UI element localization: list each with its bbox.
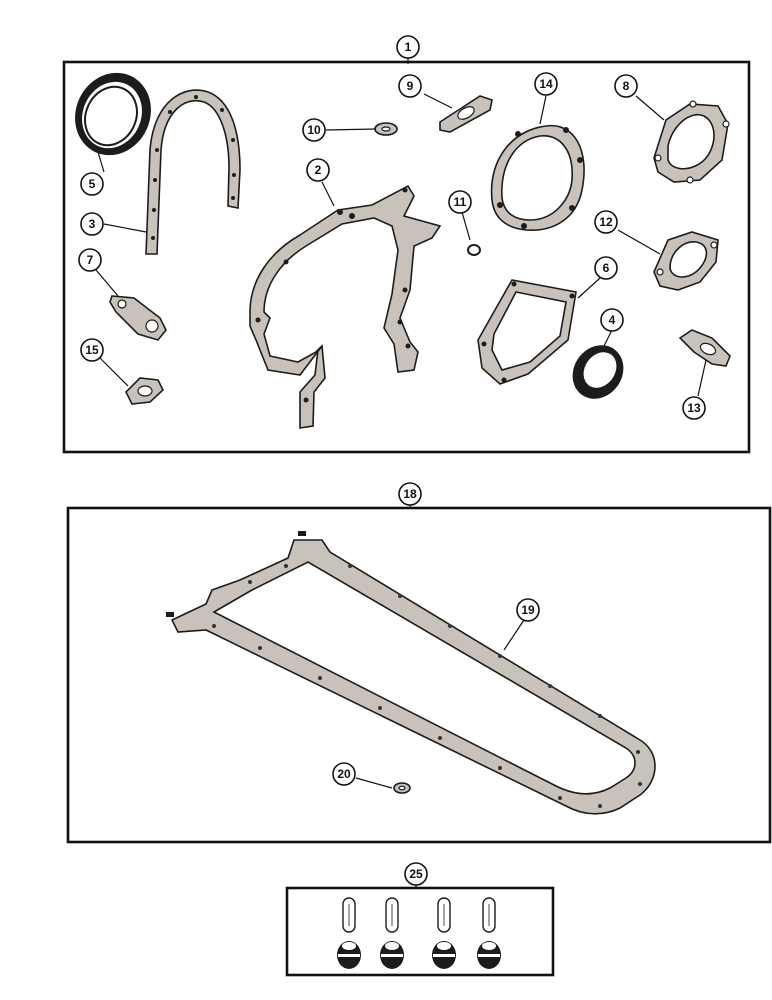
callout-9: 9: [398, 74, 422, 98]
callout-label: 14: [539, 77, 553, 91]
valve-seal-3: [432, 897, 456, 969]
valve-seal-4: [477, 897, 501, 969]
callout-label: 12: [599, 215, 613, 229]
part-4-seal: [572, 345, 624, 399]
callout-label: 20: [337, 767, 351, 781]
callout-label: 1: [405, 40, 412, 54]
valve-seal-1: [337, 897, 361, 969]
part-8-gasket: [653, 100, 730, 184]
callout-25: 25: [404, 862, 428, 886]
part-2-timing-cover-gasket: [249, 184, 442, 429]
callout-4: 4: [600, 308, 624, 332]
callout-12: 12: [594, 210, 618, 234]
part-25-valve-seal-set: [337, 897, 501, 969]
callout-label: 8: [623, 79, 630, 93]
callout-14: 14: [534, 72, 558, 96]
gasket-set-frame-18: [66, 506, 772, 844]
part-12-gasket: [653, 231, 719, 291]
callout-label: 3: [89, 217, 96, 231]
part-13-gasket: [678, 329, 731, 367]
callout-7: 7: [78, 248, 102, 272]
part-9-gasket: [439, 95, 493, 133]
callout-13: 13: [682, 396, 706, 420]
part-15-flange-gasket: [125, 377, 164, 405]
leader-lines: [95, 58, 707, 888]
callout-label: 2: [315, 163, 322, 177]
callout-label: 5: [89, 177, 96, 191]
part-7-flange-gasket: [109, 295, 167, 341]
part-10-washer: [374, 122, 398, 136]
callout-19: 19: [516, 598, 540, 622]
part-11-o-ring: [467, 244, 481, 256]
callout-label: 25: [409, 867, 423, 881]
part-19-oil-pan-gasket: [166, 531, 656, 815]
part-3-arch-gasket: [145, 89, 241, 255]
callout-label: 9: [407, 79, 414, 93]
callout-label: 18: [403, 487, 417, 501]
callout-label: 11: [454, 195, 467, 209]
callout-18: 18: [398, 482, 422, 506]
callout-2: 2: [306, 158, 330, 182]
callout-15: 15: [80, 338, 104, 362]
callout-3: 3: [80, 212, 104, 236]
callout-20: 20: [332, 762, 356, 786]
callout-8: 8: [614, 74, 638, 98]
part-20-washer: [393, 782, 411, 794]
callout-11: 11: [448, 190, 472, 214]
part-6-plate-gasket: [477, 279, 577, 385]
part-14-round-gasket: [490, 124, 585, 231]
callout-10: 10: [302, 118, 326, 142]
callout-label: 19: [521, 603, 535, 617]
valve-seal-2: [380, 897, 404, 969]
callout-label: 10: [307, 123, 321, 137]
callout-1: 1: [396, 35, 420, 59]
callout-6: 6: [594, 256, 618, 280]
callout-5: 5: [80, 172, 104, 196]
callout-label: 7: [87, 253, 94, 267]
part-5-seal: [75, 72, 151, 156]
callout-label: 15: [85, 343, 99, 357]
callout-label: 4: [609, 313, 616, 327]
gasket-set-frame-25: [285, 886, 555, 977]
callout-label: 13: [687, 401, 701, 415]
callout-label: 6: [603, 261, 610, 275]
